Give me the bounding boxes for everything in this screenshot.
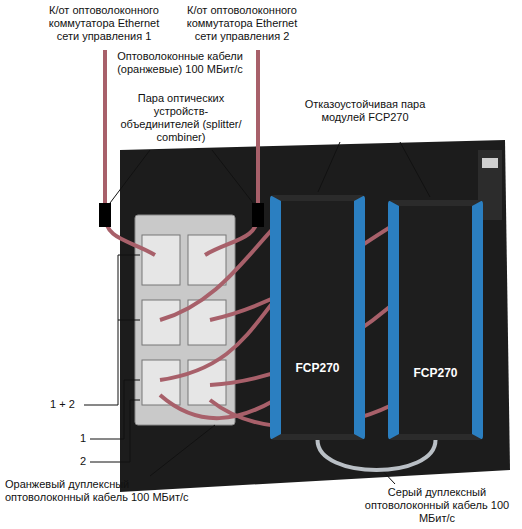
- label-text: 1 + 2: [50, 398, 84, 411]
- label-text: 2: [80, 455, 92, 468]
- bracket-line: [84, 255, 140, 405]
- splitter-marker: [252, 203, 264, 227]
- splitter-port: [142, 300, 180, 345]
- fiber-cable: [205, 50, 258, 255]
- fiber-cable: [105, 50, 155, 255]
- leader-line: [150, 425, 215, 476]
- module-label: FCP270: [281, 361, 354, 375]
- leader-line: [212, 150, 253, 203]
- label-text: Пара оптических устройств-объединителей …: [116, 92, 246, 144]
- label-text: Серый дуплексный оптоволоконный кабель 1…: [362, 486, 512, 525]
- label-text: К/от оптоволоконного коммутатора Etherne…: [38, 4, 170, 43]
- label-text: Отказоустойчивая пара модулей FCP270: [290, 98, 440, 124]
- label-text: Оптоволоконные кабели (оранжевые) 100 МБ…: [113, 50, 247, 76]
- splitter-marker: [99, 203, 111, 227]
- connector-pin: [482, 158, 498, 168]
- grey-duplex-cable: [318, 440, 436, 470]
- leader-line: [90, 380, 140, 439]
- label-text: К/от оптоволоконного коммутатора Etherne…: [176, 4, 308, 43]
- leader-line: [400, 142, 430, 197]
- label-text: Оранжевый дуплексный оптоволоконный кабе…: [5, 478, 205, 504]
- splitter-port: [188, 235, 226, 285]
- leader-line: [90, 400, 140, 462]
- leader-line: [110, 150, 150, 203]
- processor-module: FCP270: [270, 195, 365, 440]
- label-text: 1: [80, 432, 92, 445]
- processor-module: FCP270: [388, 200, 483, 440]
- fiber-cable: [160, 300, 275, 380]
- module-label: FCP270: [399, 366, 472, 380]
- leader-line: [318, 142, 340, 192]
- splitter-port: [142, 235, 180, 285]
- baseplate: [120, 140, 510, 492]
